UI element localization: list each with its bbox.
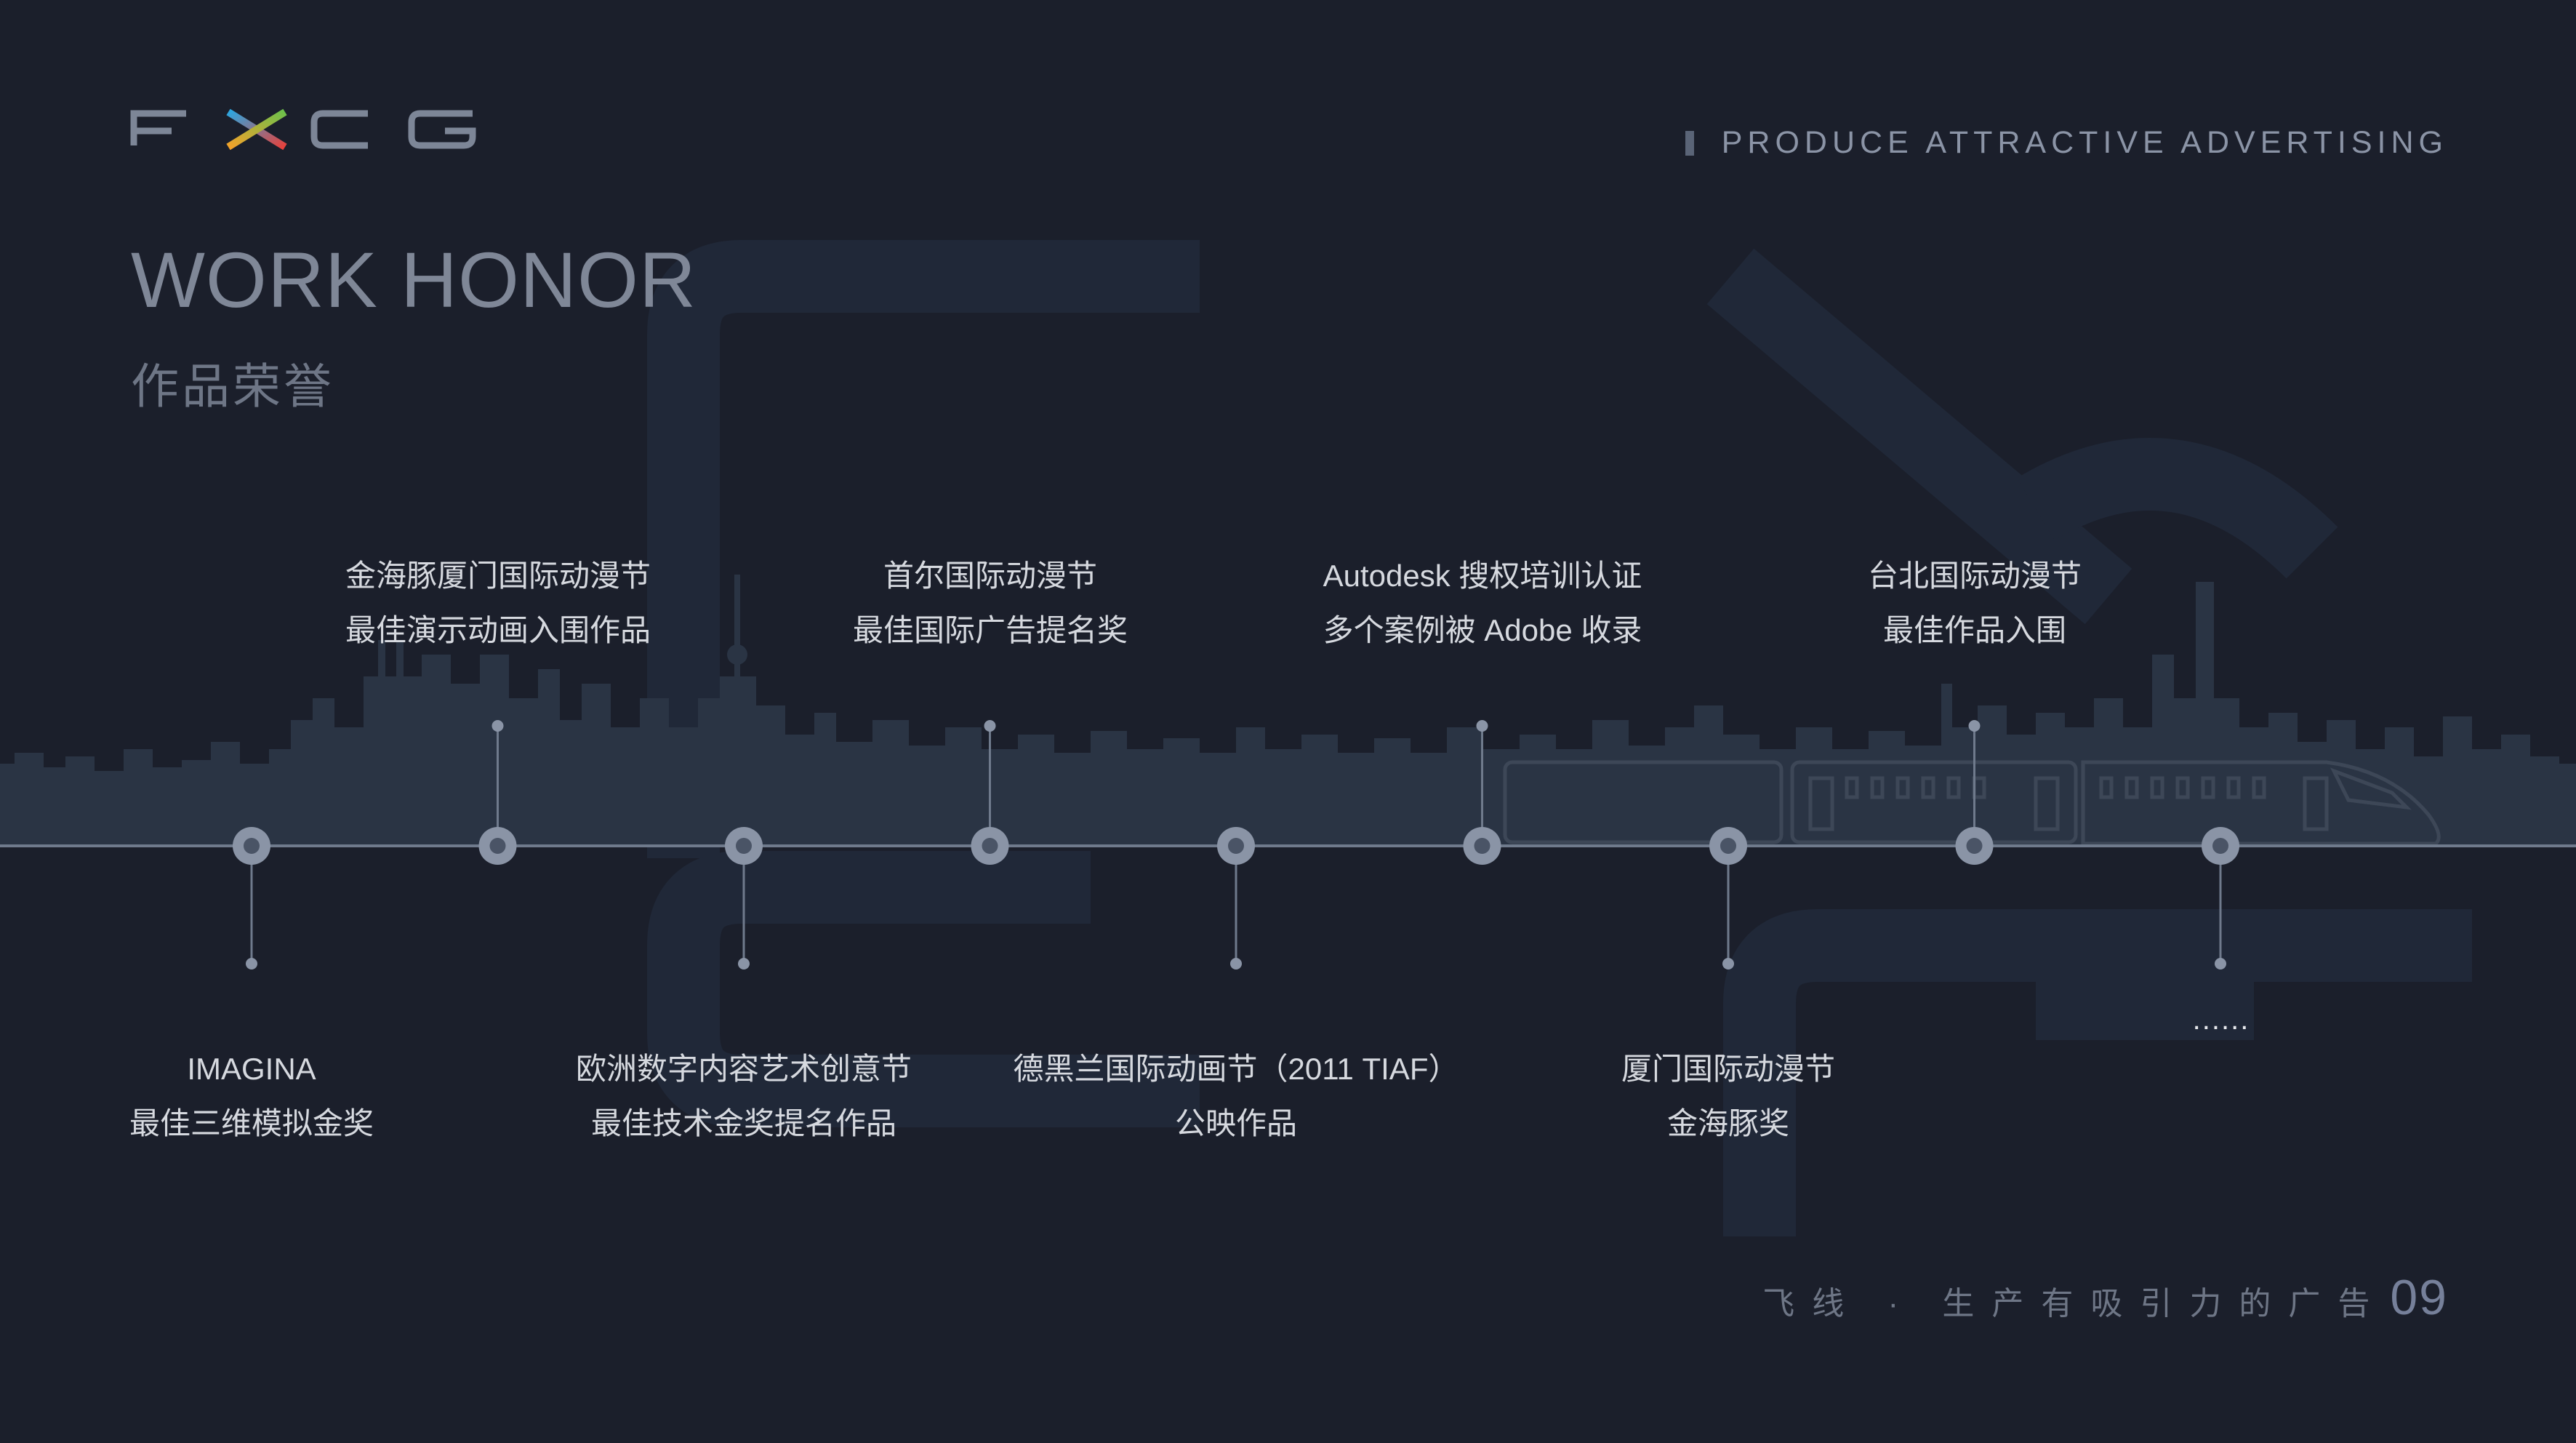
timeline-connector-dot: [984, 720, 996, 732]
honor-award: 最佳三维模拟金奖: [129, 1106, 374, 1140]
train-outline: [1503, 760, 2441, 846]
timeline-node-core: [244, 838, 260, 854]
timeline-connector-dot: [491, 720, 504, 732]
honor-title: 金海豚厦门国际动漫节: [345, 559, 651, 593]
footer-slogan: 飞线 · 生产有吸引力的广告: [1762, 1286, 2388, 1322]
honor-award: 最佳作品入围: [1882, 613, 2066, 647]
honor-item: 厦门国际动漫节 金海豚奖: [1437, 1042, 2019, 1151]
page-number: 09: [2390, 1270, 2448, 1325]
honor-title: 厦门国际动漫节: [1621, 1052, 1835, 1086]
honor-item: 首尔国际动漫节 最佳国际广告提名奖: [699, 548, 1281, 657]
timeline-node-core: [1474, 838, 1490, 854]
timeline-node-core: [1966, 838, 1983, 854]
honor-item: 德黑兰国际动画节（2011 TIAF） 公映作品: [945, 1042, 1527, 1151]
timeline-node-core: [982, 838, 998, 854]
timeline-connector-dot: [1476, 720, 1488, 732]
timeline-node-core: [489, 838, 506, 854]
tagline: PRODUCE ATTRACTIVE ADVERTISING: [1685, 125, 2448, 161]
honor-title: IMAGINA: [187, 1052, 316, 1086]
timeline-nodes: [233, 720, 2239, 970]
timeline-node-core: [1720, 838, 1736, 854]
honor-item: IMAGINA 最佳三维模拟金奖: [0, 1042, 542, 1151]
honor-item: 金海豚厦门国际动漫节 最佳演示动画入围作品: [207, 548, 789, 657]
tagline-bar: [1685, 131, 1694, 156]
timeline-node-core: [2212, 838, 2228, 854]
background-block: [2036, 967, 2254, 1040]
timeline-connector-dot: [246, 958, 257, 970]
timeline-connector-dot: [738, 958, 750, 970]
timeline-node-core: [736, 838, 752, 854]
page-subtitle: 作品荣誉: [131, 359, 334, 413]
footer: 飞线 · 生产有吸引力的广告09: [1762, 1269, 2448, 1326]
honor-item: Autodesk 搜权培训认证 多个案例被 Adobe 收录: [1192, 548, 1773, 657]
honor-award: 金海豚奖: [1666, 1106, 1789, 1140]
honor-title: 德黑兰国际动画节（2011 TIAF）: [1013, 1052, 1459, 1086]
honor-title: 欧洲数字内容艺术创意节: [575, 1052, 912, 1086]
honor-award: 最佳技术金奖提名作品: [590, 1106, 896, 1140]
timeline-connector-dot: [1722, 958, 1734, 970]
timeline-node-core: [1228, 838, 1244, 854]
honor-title: 首尔国际动漫节: [883, 559, 1097, 593]
honor-award: 最佳国际广告提名奖: [852, 613, 1128, 647]
page-title: WORK HONOR: [131, 236, 697, 324]
honor-item: 欧洲数字内容艺术创意节 最佳技术金奖提名作品: [453, 1042, 1035, 1151]
honor-title: Autodesk 搜权培训认证: [1323, 559, 1642, 593]
honor-award: 公映作品: [1174, 1106, 1297, 1140]
background-watermark: [647, 240, 2472, 1236]
honor-award: 最佳演示动画入围作品: [345, 613, 651, 647]
timeline-connector-dot: [1230, 958, 1242, 970]
timeline-connector-dot: [2215, 958, 2226, 970]
more-ellipsis: ......: [2192, 1004, 2250, 1036]
timeline-connector-dot: [1968, 720, 1981, 732]
fxcg-logo: [130, 108, 476, 151]
honor-award: 多个案例被 Adobe 收录: [1323, 613, 1642, 647]
honor-title: 台北国际动漫节: [1867, 559, 2082, 593]
honor-item: 台北国际动漫节 最佳作品入围: [1684, 548, 2266, 657]
